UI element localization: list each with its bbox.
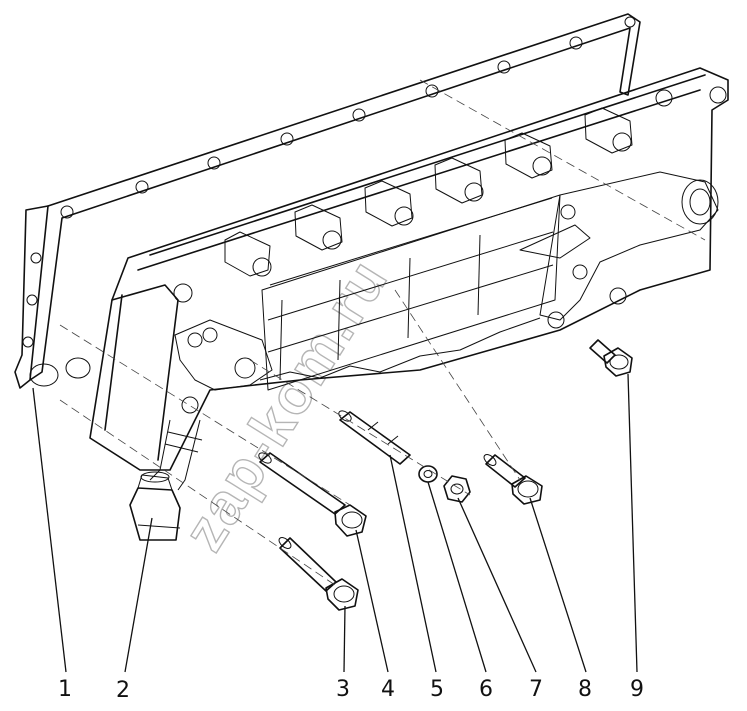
callout-1: 1 [58,677,72,702]
callout-8: 8 [578,677,592,702]
watermark: zap-kom.ru [171,248,401,562]
short-bolt-lower [278,537,359,611]
callout-labels: 1 2 3 4 5 6 7 8 9 [58,677,644,703]
washer [418,465,438,483]
short-bolt-right [483,454,543,505]
callout-2: 2 [116,678,130,703]
callout-9: 9 [630,677,644,702]
callout-7: 7 [529,677,543,702]
callout-6: 6 [479,677,493,702]
gasket [14,13,641,389]
callout-4: 4 [381,677,395,702]
callout-5: 5 [430,677,444,702]
plug-sensor [129,471,181,541]
drain-bolt [589,339,633,377]
callout-3: 3 [336,677,350,702]
assembly-axes [59,79,706,586]
nut [443,475,471,503]
stud [338,410,411,465]
leader-lines [32,373,638,673]
oil-cooler-housing [89,67,729,491]
